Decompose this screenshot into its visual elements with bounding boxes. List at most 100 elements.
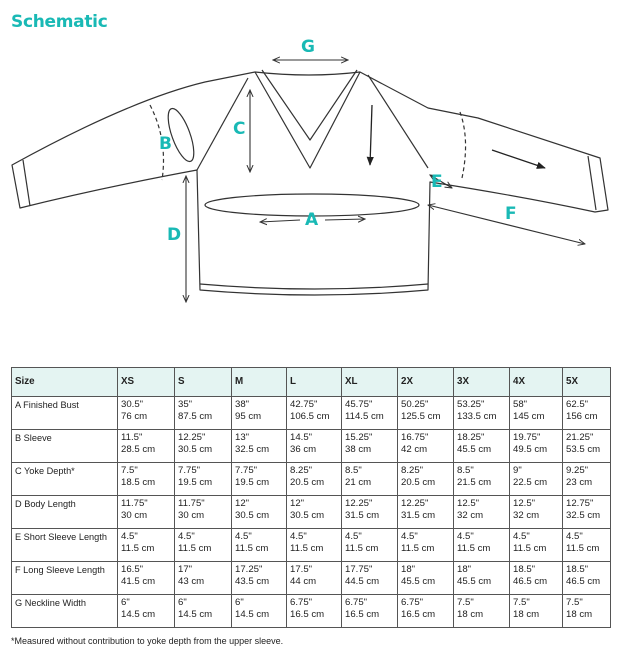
- row-label: F Long Sleeve Length: [11, 561, 118, 595]
- table-cell: 9.25"23 cm: [562, 462, 611, 496]
- table-cell: 13"32.5 cm: [231, 429, 287, 463]
- sweater-schematic: [11, 0, 609, 340]
- cell-inches: 21.25": [566, 432, 594, 443]
- table-cell: 12.75"32.5 cm: [562, 495, 611, 529]
- table-cell: 18"45.5 cm: [397, 561, 454, 595]
- cell-inches: 62.5": [566, 399, 589, 410]
- cell-cm: 30.5 cm: [235, 510, 270, 521]
- table-cell: 35"87.5 cm: [174, 396, 232, 430]
- table-cell: 6.75"16.5 cm: [397, 594, 454, 628]
- table-cell: 50.25"125.5 cm: [397, 396, 454, 430]
- table-cell: 53.25"133.5 cm: [453, 396, 510, 430]
- cell-cm: 18 cm: [457, 609, 484, 620]
- table-cell: 30.5"76 cm: [117, 396, 175, 430]
- cell-cm: 42 cm: [401, 444, 428, 455]
- table-cell: 4.5"11.5 cm: [397, 528, 454, 562]
- cell-cm: 19.5 cm: [178, 477, 213, 488]
- cell-inches: 18.25": [457, 432, 485, 443]
- cell-inches: 4.5": [121, 531, 138, 542]
- measure-f-arrow: [428, 205, 585, 244]
- table-cell: 18.25"45.5 cm: [453, 429, 510, 463]
- measure-a-arrow-left: [260, 220, 301, 222]
- cell-inches: 11.75": [121, 498, 148, 509]
- cell-inches: 4.5": [566, 531, 583, 542]
- cell-inches: 17.75": [345, 564, 373, 575]
- cell-inches: 7.5": [121, 465, 138, 476]
- cell-inches: 7.5": [457, 597, 474, 608]
- cell-inches: 30.5": [121, 399, 144, 410]
- cell-inches: 9.25": [566, 465, 589, 476]
- cell-cm: 36 cm: [290, 444, 317, 455]
- label-d: D: [167, 225, 182, 245]
- table-cell: 12.25"30.5 cm: [174, 429, 232, 463]
- cell-inches: 8.25": [401, 465, 424, 476]
- table-cell: 62.5"156 cm: [562, 396, 611, 430]
- table-cell: 38"95 cm: [231, 396, 287, 430]
- cell-inches: 18.5": [513, 564, 536, 575]
- cell-cm: 114.5 cm: [345, 411, 384, 422]
- table-cell: 4.5"11.5 cm: [453, 528, 510, 562]
- cell-inches: 7.5": [513, 597, 530, 608]
- column-header-xs: XS: [117, 367, 175, 397]
- cell-cm: 20.5 cm: [290, 477, 325, 488]
- column-header-size: Size: [11, 367, 118, 397]
- table-cell: 18.5"46.5 cm: [509, 561, 563, 595]
- cell-cm: 43.5 cm: [235, 576, 270, 587]
- table-cell: 17.25"43.5 cm: [231, 561, 287, 595]
- cell-cm: 28.5 cm: [121, 444, 156, 455]
- table-cell: 4.5"11.5 cm: [231, 528, 287, 562]
- table-cell: 6.75"16.5 cm: [341, 594, 398, 628]
- cell-inches: 6": [178, 597, 187, 608]
- cell-cm: 44 cm: [290, 576, 317, 587]
- table-cell: 11.75"30 cm: [117, 495, 175, 529]
- table-cell: 7.5"18 cm: [562, 594, 611, 628]
- table-cell: 7.75"19.5 cm: [231, 462, 287, 496]
- table-cell: 4.5"11.5 cm: [341, 528, 398, 562]
- table-cell: 6"14.5 cm: [174, 594, 232, 628]
- cell-inches: 8.25": [290, 465, 313, 476]
- cell-cm: 106.5 cm: [290, 411, 330, 422]
- cell-inches: 8.5": [457, 465, 474, 476]
- table-cell: 45.75"114.5 cm: [341, 396, 398, 430]
- table-cell: 9"22.5 cm: [509, 462, 563, 496]
- cell-inches: 7.75": [235, 465, 258, 476]
- cell-inches: 17.5": [290, 564, 313, 575]
- row-label: D Body Length: [11, 495, 118, 529]
- table-cell: 4.5"11.5 cm: [562, 528, 611, 562]
- footnote: *Measured without contribution to yoke d…: [11, 636, 284, 646]
- cell-cm: 87.5 cm: [178, 411, 213, 422]
- table-cell: 17.75"44.5 cm: [341, 561, 398, 595]
- cell-cm: 32 cm: [457, 510, 484, 521]
- cell-inches: 35": [178, 399, 193, 410]
- column-header-l: L: [286, 367, 342, 397]
- label-a: A: [305, 210, 319, 230]
- cell-cm: 21 cm: [345, 477, 372, 488]
- cell-cm: 45.5 cm: [457, 444, 492, 455]
- cell-inches: 12.25": [178, 432, 206, 443]
- table-cell: 21.25"53.5 cm: [562, 429, 611, 463]
- cell-cm: 31.5 cm: [345, 510, 380, 521]
- cell-inches: 38": [235, 399, 250, 410]
- table-cell: 14.5"36 cm: [286, 429, 342, 463]
- cell-inches: 6": [121, 597, 130, 608]
- cell-cm: 49.5 cm: [513, 444, 548, 455]
- table-cell: 12.25"31.5 cm: [397, 495, 454, 529]
- cell-cm: 31.5 cm: [401, 510, 436, 521]
- table-cell: 17.5"44 cm: [286, 561, 342, 595]
- cell-cm: 32.5 cm: [566, 510, 601, 521]
- cell-cm: 19.5 cm: [235, 477, 270, 488]
- cell-cm: 156 cm: [566, 411, 598, 422]
- cell-inches: 53.25": [457, 399, 485, 410]
- cell-cm: 11.5 cm: [457, 543, 491, 554]
- table-cell: 12"30.5 cm: [286, 495, 342, 529]
- table-cell: 7.5"18 cm: [509, 594, 563, 628]
- cell-cm: 11.5 cm: [345, 543, 379, 554]
- table-cell: 8.25"20.5 cm: [397, 462, 454, 496]
- cell-inches: 7.5": [566, 597, 583, 608]
- cell-inches: 4.5": [457, 531, 474, 542]
